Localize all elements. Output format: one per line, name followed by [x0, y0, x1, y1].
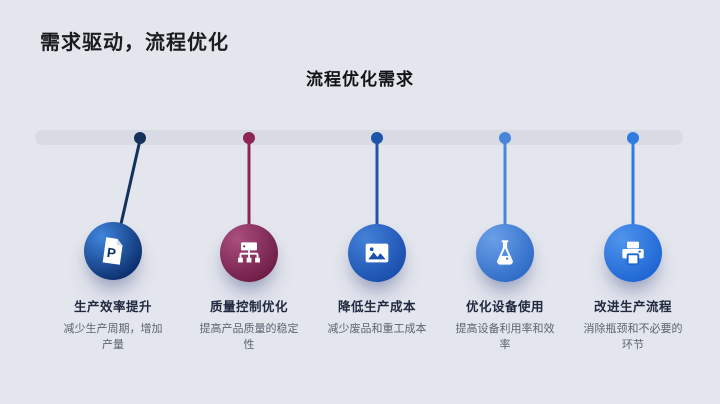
item-description: 消除瓶颈和不必要的环节 — [583, 323, 683, 351]
slide-title: 需求驱动，流程优化 — [40, 32, 229, 54]
pendulum-node-process — [604, 224, 662, 282]
timeline-dot-1 — [134, 132, 146, 144]
item-title: 质量控制优化 — [209, 300, 288, 314]
item-description: 提高产品质量的稳定性 — [199, 323, 299, 351]
item-title: 优化设备使用 — [465, 300, 544, 314]
pendulum-string-1 — [119, 138, 142, 226]
pendulum-node-efficiency: P — [84, 222, 142, 280]
image-icon — [365, 243, 389, 263]
document-letter: P — [106, 245, 117, 261]
item-block-cost: 降低生产成本 减少废品和重工成本 — [312, 296, 442, 337]
document-p-icon: P — [102, 237, 123, 265]
slide-subtitle: 流程优化需求 — [306, 70, 414, 89]
item-description: 减少生产周期，增加产量 — [63, 323, 163, 351]
printer-icon — [622, 241, 644, 266]
timeline-dot-5 — [627, 132, 639, 144]
timeline-dot-3 — [371, 132, 383, 144]
item-title: 降低生产成本 — [337, 300, 416, 314]
flask-icon — [497, 240, 513, 265]
item-title: 改进生产流程 — [593, 300, 672, 314]
timeline-dot-4 — [499, 132, 511, 144]
item-title: 生产效率提升 — [73, 300, 152, 314]
item-block-process: 改进生产流程 消除瓶颈和不必要的环节 — [568, 296, 698, 353]
item-block-efficiency: 生产效率提升 减少生产周期，增加产量 — [48, 296, 178, 353]
pendulum-node-equipment — [476, 224, 534, 282]
timeline-bar — [35, 130, 683, 145]
sitemap-icon — [238, 242, 260, 263]
item-block-equipment: 优化设备使用 提高设备利用率和效率 — [440, 296, 570, 353]
timeline-dot-2 — [243, 132, 255, 144]
item-block-quality: 质量控制优化 提高产品质量的稳定性 — [184, 296, 314, 353]
item-description: 减少废品和重工成本 — [327, 323, 427, 335]
item-description: 提高设备利用率和效率 — [455, 323, 555, 351]
pendulum-node-quality — [220, 224, 278, 282]
pendulum-node-cost — [348, 224, 406, 282]
